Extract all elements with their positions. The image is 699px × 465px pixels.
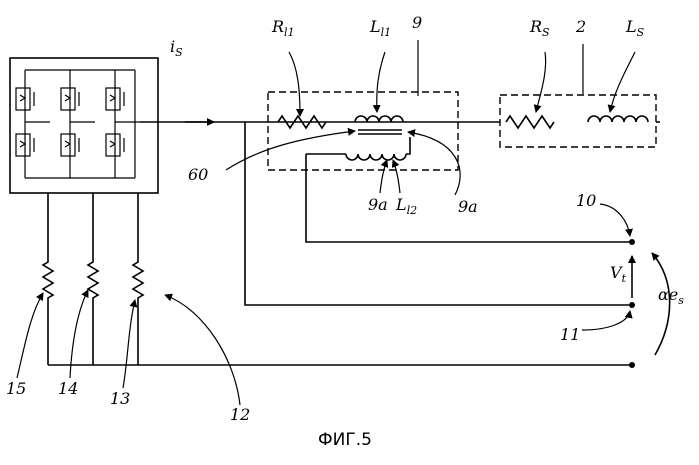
figure-caption: ФИГ.5 — [318, 430, 372, 450]
phase-lead-13 — [133, 193, 143, 365]
label-10: 10 — [576, 191, 596, 210]
inverter-block — [10, 58, 158, 193]
label-14: 14 — [58, 379, 78, 398]
label-9a-right: 9a — [458, 197, 478, 216]
label-9: 9 — [412, 13, 422, 32]
resistor-rs — [506, 116, 554, 128]
label-rs: RS — [529, 17, 550, 39]
leader-lines — [17, 40, 635, 405]
label-15: 15 — [6, 379, 26, 398]
label-11: 11 — [560, 325, 580, 344]
resistor-rl1 — [278, 116, 326, 128]
component-9-box — [268, 92, 458, 170]
label-vt: Vt — [610, 263, 627, 285]
label-alpha-es: αes — [658, 285, 684, 307]
alpha-es-arrow — [652, 253, 670, 355]
label-12: 12 — [230, 405, 250, 424]
label-60: 60 — [188, 165, 208, 184]
label-ls: LS — [625, 17, 645, 39]
label-rl1: Rl1 — [271, 17, 295, 39]
label-current: iS — [170, 37, 183, 59]
inverter-switches — [16, 70, 140, 178]
ll2-winding-wire — [306, 137, 410, 154]
phase-lead-14 — [88, 193, 98, 365]
terminal-11 — [629, 302, 635, 308]
wire-to-terminal-11 — [245, 122, 632, 305]
phase-lead-15 — [43, 193, 53, 365]
label-ll2: Ll2 — [395, 195, 417, 217]
inductor-ll2 — [346, 154, 406, 160]
label-2: 2 — [575, 17, 586, 36]
magnetic-core — [358, 130, 402, 134]
inductor-ls — [588, 116, 648, 122]
label-9a-left: 9a — [368, 195, 388, 214]
inductor-ll1 — [355, 116, 403, 122]
label-ll1: Ll1 — [369, 17, 391, 39]
label-13: 13 — [110, 389, 130, 408]
terminal-bottom — [629, 362, 635, 368]
terminal-10 — [629, 239, 635, 245]
